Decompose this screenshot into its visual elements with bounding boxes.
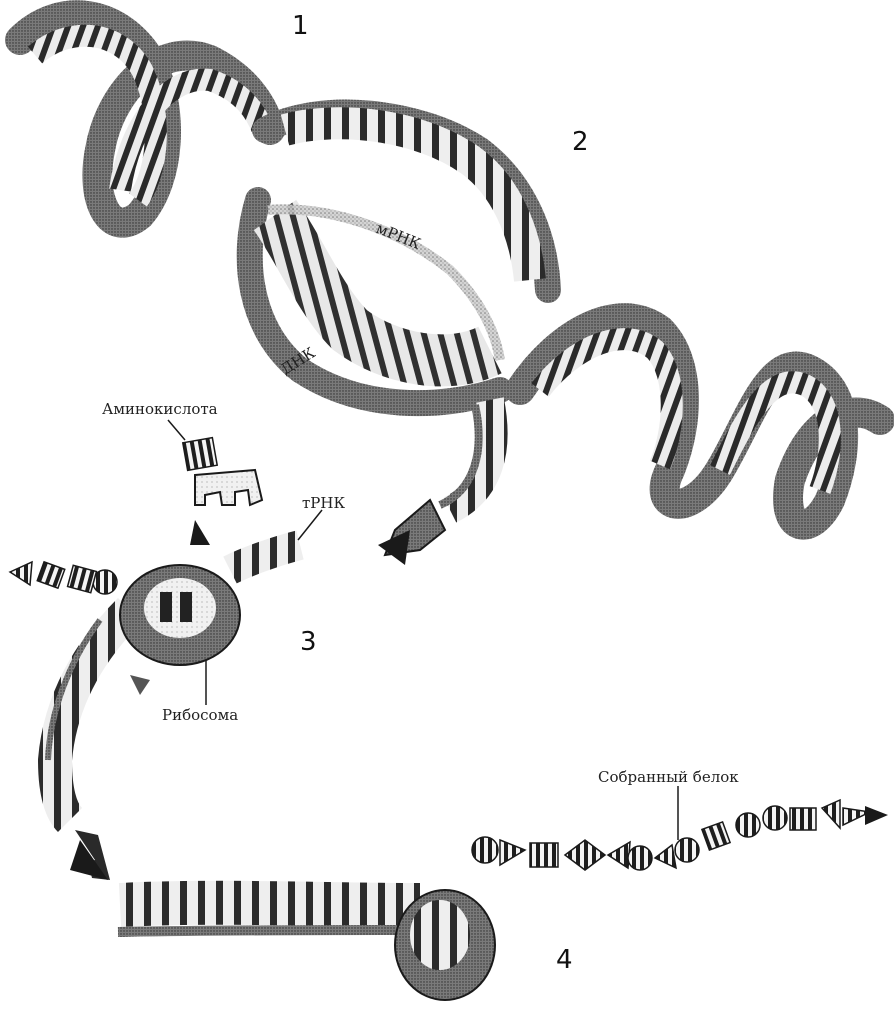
label-trna: тРНК <box>302 494 345 512</box>
dna-helix-right <box>505 303 894 540</box>
mrna-degradation <box>117 880 496 1001</box>
amino-acid-bead <box>181 436 219 472</box>
step-number-1: 1 <box>292 11 309 41</box>
label-mrna: мРНК <box>374 219 424 253</box>
trna-molecule <box>194 468 264 507</box>
amino-acid-leader <box>167 419 186 441</box>
mrna-export-strand <box>378 397 508 565</box>
protein-arrow-icon <box>865 806 888 825</box>
ribosome-complex <box>8 530 304 833</box>
step-number-3: 3 <box>300 627 317 657</box>
label-protein: Собранный белок <box>598 768 739 786</box>
label-ribosome: Рибосома <box>162 706 238 724</box>
dna-unwound-bubble <box>236 99 561 417</box>
trna-leader <box>297 509 323 541</box>
step-number-2: 2 <box>572 127 589 157</box>
amino-acid-trna <box>181 436 264 545</box>
nascent-peptide <box>8 560 118 595</box>
assembled-protein-chain <box>471 798 888 871</box>
dna-helix-left <box>5 0 285 238</box>
step-number-4: 4 <box>556 945 573 975</box>
label-amino-acid: Аминокислота <box>102 400 218 418</box>
down-arrow-icon <box>75 830 110 880</box>
